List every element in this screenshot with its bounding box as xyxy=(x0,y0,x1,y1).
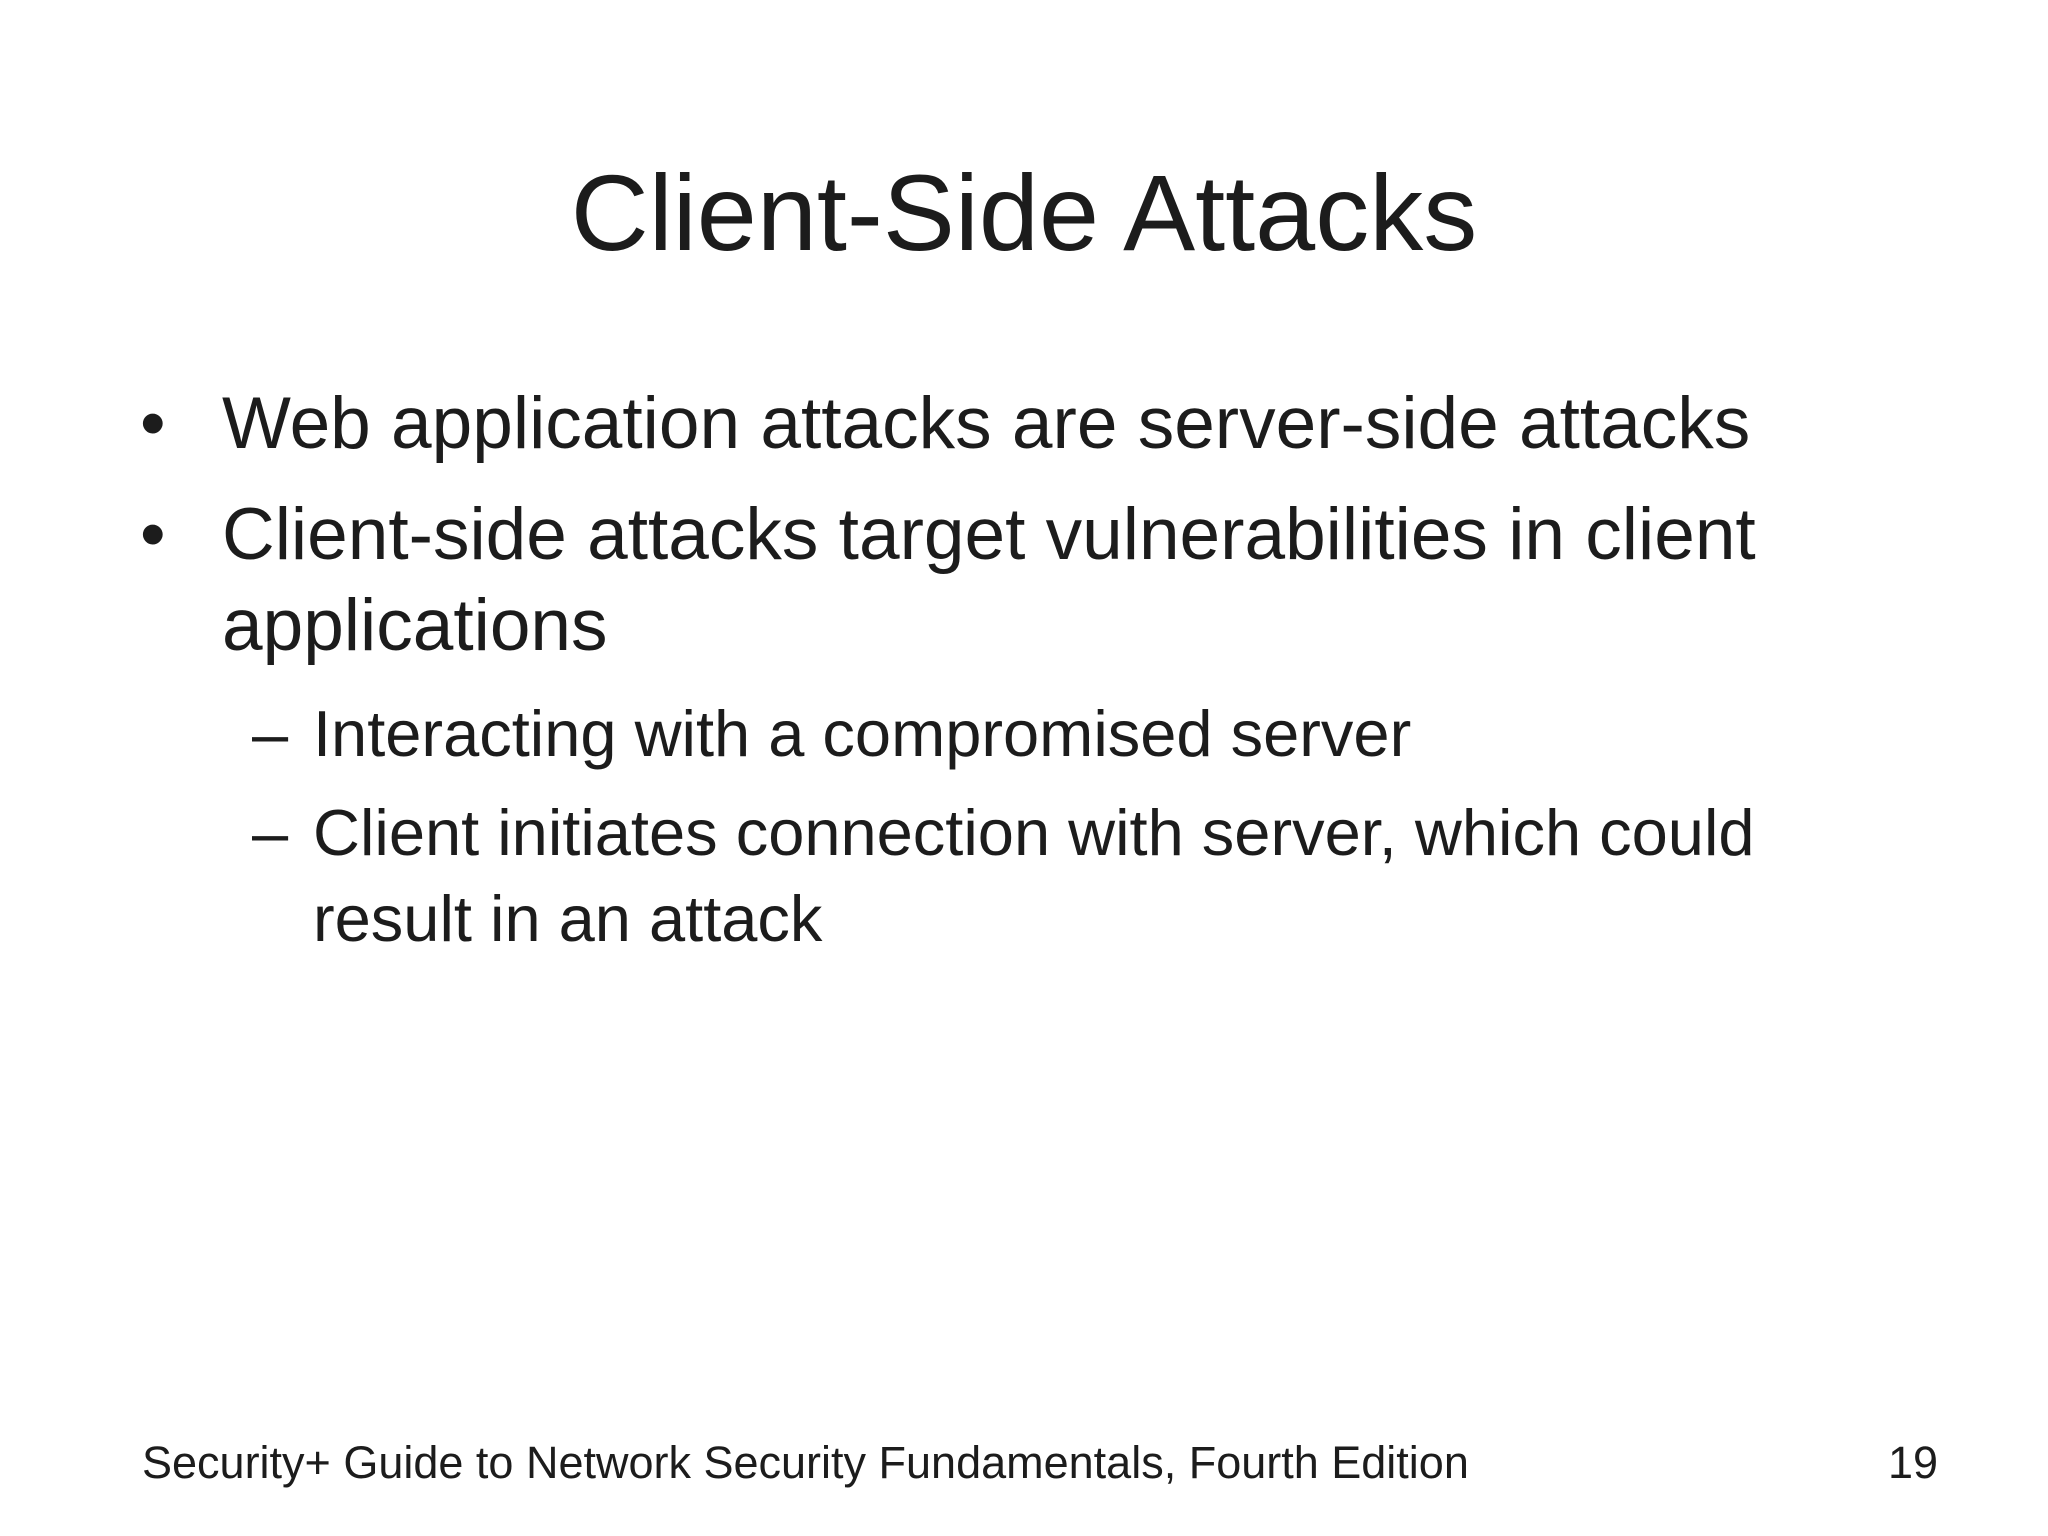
bullet-dot-marker: • xyxy=(140,494,166,575)
dash-marker: – xyxy=(252,796,289,869)
footer: Security+ Guide to Network Security Fund… xyxy=(142,1436,1938,1490)
sub-bullet-item: –Interacting with a compromised server xyxy=(252,691,1880,777)
bullet-text: Interacting with a compromised server xyxy=(313,697,1412,770)
slide-title: Client-Side Attacks xyxy=(570,152,1478,273)
page-number: 19 xyxy=(1887,1437,1938,1488)
bullet-text: Client initiates connection with server,… xyxy=(313,796,1755,955)
dash-marker: – xyxy=(252,697,289,770)
bullet-dot-marker: • xyxy=(140,383,166,464)
footer-book-title: Security+ Guide to Network Security Fund… xyxy=(142,1437,1469,1488)
bullet-list: • Web application attacks are server-side… xyxy=(140,378,1880,975)
bullet-text: Client-side attacks target vulnerabiliti… xyxy=(222,494,1756,666)
bullet-item: • Web application attacks are server-side… xyxy=(140,378,1880,469)
bullet-item: • Client-side attacks target vulnerabilit… xyxy=(140,489,1880,671)
sub-bullet-item: –Client initiates connection with server… xyxy=(252,790,1880,962)
bullet-text: Web application attacks are server-side … xyxy=(222,383,1751,464)
